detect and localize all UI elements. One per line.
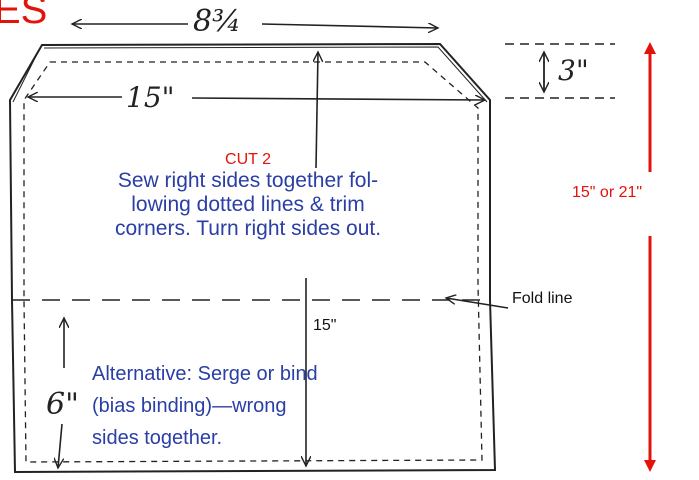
inner-width-label: 15" [126,81,175,114]
length-label: 15" or 21" [572,184,643,201]
top-depth-label: 3" [558,54,589,87]
cut-label: CUT 2 [225,151,271,168]
center-length-label: 15" [313,317,337,334]
header-title-fragment: ES [0,0,48,32]
alternative-line-3: sides together. [92,427,223,449]
instruction-line-1: Sew right sides together fol- [117,169,379,192]
pattern-outline-sketch [12,46,488,103]
fold-line-label: Fold line [512,290,573,307]
top-center-arrow [316,52,318,169]
bottom-depth-arrow-bottom [58,423,62,468]
instruction-line-3: corners. Turn right sides out. [114,217,382,240]
alternative-line-2: (bias binding)—wrong [92,395,287,417]
inner-width-arrow-right [191,98,485,100]
bottom-depth-label: 6" [46,387,79,422]
fold-pointer [446,298,509,309]
instruction-line-2: lowing dotted lines & trim [131,193,365,216]
stitch-line [23,61,483,463]
top-width-arrow-right [261,24,438,28]
pattern-outline [8,42,497,474]
top-width-label: 8¾ [193,4,242,39]
alternative-line-1: Alternative: Serge or bind [92,363,318,385]
